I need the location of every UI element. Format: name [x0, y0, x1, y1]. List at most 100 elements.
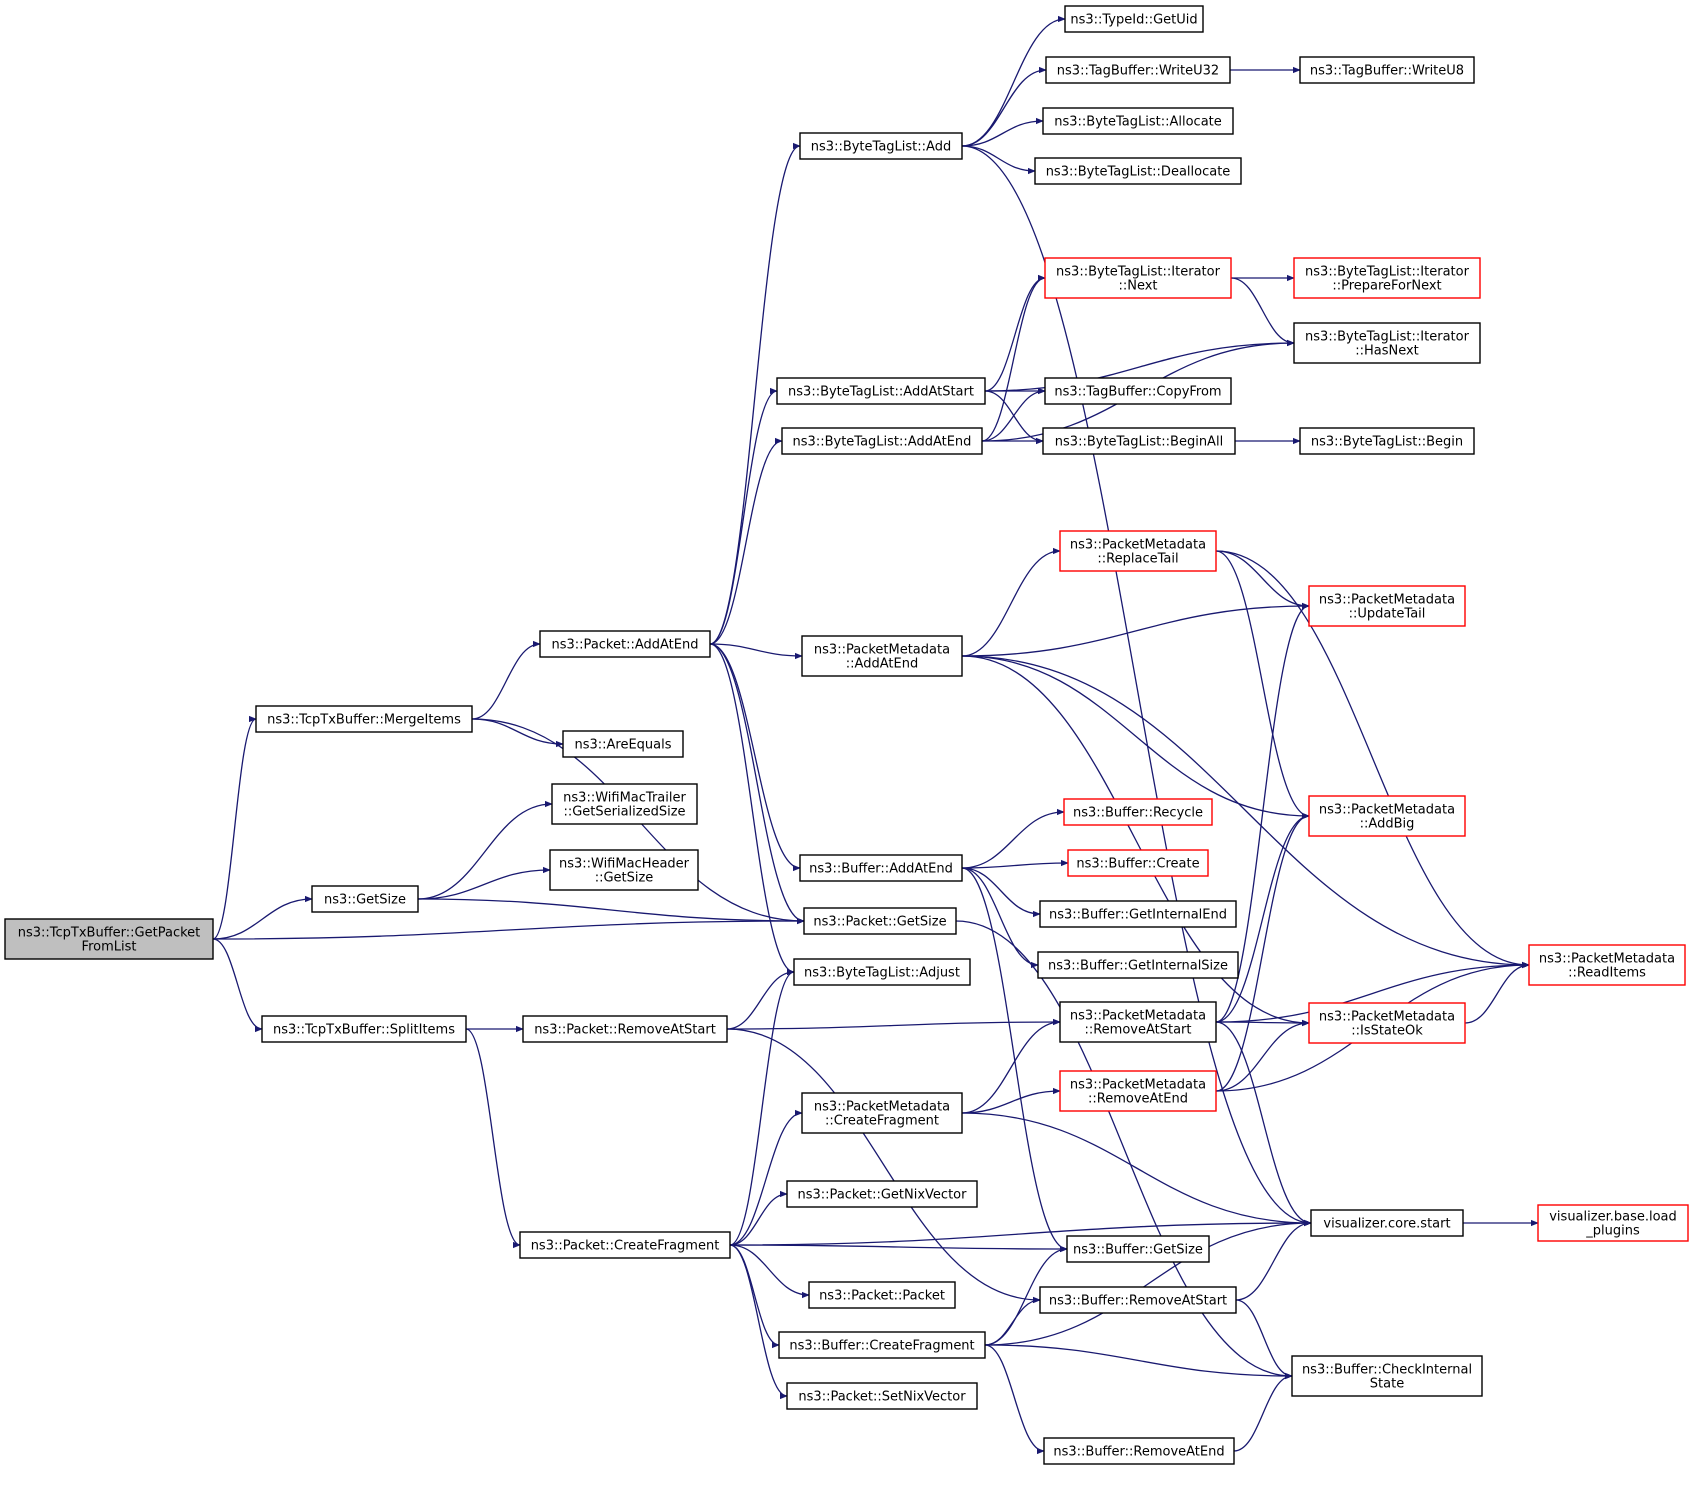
graph-node-pm-readitems[interactable]: ns3::PacketMetadata::ReadItems	[1528, 944, 1686, 986]
graph-node-pm-updatetail[interactable]: ns3::PacketMetadata::UpdateTail	[1308, 585, 1466, 627]
graph-node-btl-allocate[interactable]: ns3::ByteTagList::Allocate	[1042, 107, 1234, 135]
graph-node-vis-load[interactable]: visualizer.base.load_plugins	[1537, 1204, 1689, 1242]
node-label: ns3::ByteTagList::Iterator	[1305, 265, 1470, 280]
graph-node-buf-removeatstart[interactable]: ns3::Buffer::RemoveAtStart	[1039, 1286, 1237, 1314]
graph-node-buf-create[interactable]: ns3::Buffer::Create	[1067, 849, 1209, 877]
graph-node-pm-isstateok[interactable]: ns3::PacketMetadata::IsStateOk	[1308, 1002, 1466, 1044]
graph-node-tb-write8[interactable]: ns3::TagBuffer::WriteU8	[1299, 56, 1475, 84]
graph-node-pkt-setnix[interactable]: ns3::Packet::SetNixVector	[786, 1382, 978, 1410]
edges-layer	[212, 15, 1539, 1455]
edge-buf_addatend-to-buf_recycle	[961, 808, 1065, 869]
graph-node-btl-addatend[interactable]: ns3::ByteTagList::AddAtEnd	[781, 427, 983, 455]
node-label: ns3::ByteTagList::AddAtEnd	[793, 435, 972, 450]
graph-node-pkt-getnix[interactable]: ns3::Packet::GetNixVector	[786, 1180, 978, 1208]
edge-btl_addatend-to-iter_next	[981, 274, 1046, 442]
graph-node-iter-prepare[interactable]: ns3::ByteTagList::Iterator::PrepareForNe…	[1293, 257, 1481, 299]
graph-node-split[interactable]: ns3::TcpTxBuffer::SplitItems	[261, 1015, 467, 1043]
node-box	[786, 1180, 978, 1208]
edge-pkt_createfrag-to-pkt_getnix	[729, 1190, 788, 1246]
graph-node-buf-recycle[interactable]: ns3::Buffer::Recycle	[1063, 798, 1213, 826]
edge-pm_removeatstart-to-pm_updatetail	[1215, 602, 1310, 1023]
edge-buf_addatend-to-buf_getintsize	[961, 867, 1039, 969]
node-box	[799, 854, 963, 882]
graph-node-vis-start[interactable]: visualizer.core.start	[1310, 1209, 1464, 1237]
graph-node-buf-getintsize[interactable]: ns3::Buffer::GetInternalSize	[1037, 951, 1239, 979]
graph-node-btl-adjust[interactable]: ns3::ByteTagList::Adjust	[793, 958, 971, 986]
edge-buf_removeatstart-to-vis_start	[1235, 1219, 1312, 1301]
node-label: ns3::Buffer::AddAtEnd	[809, 862, 953, 877]
node-label: ns3::ByteTagList::Iterator	[1056, 265, 1221, 280]
node-box	[801, 1092, 963, 1134]
graph-node-btl-add[interactable]: ns3::ByteTagList::Add	[799, 132, 963, 160]
graph-node-merge[interactable]: ns3::TcpTxBuffer::MergeItems	[255, 705, 473, 733]
node-box	[1293, 257, 1481, 299]
edge-root-to-getsize	[212, 895, 313, 940]
node-label: ::RemoveAtStart	[1084, 1023, 1191, 1038]
graph-node-buf-createfrag[interactable]: ns3::Buffer::CreateFragment	[778, 1331, 986, 1359]
graph-node-pkt-addatend[interactable]: ns3::Packet::AddAtEnd	[539, 630, 711, 658]
node-label: ns3::Buffer::Create	[1076, 857, 1199, 872]
edge-buf_addatend-to-buf_getintend	[961, 867, 1041, 918]
edge-iter_next-to-iter_hasnext	[1230, 277, 1295, 347]
graph-node-buf-removeatend[interactable]: ns3::Buffer::RemoveAtEnd	[1043, 1437, 1235, 1465]
edge-buf_addatend-to-buf_getsize	[961, 867, 1068, 1253]
graph-node-btl-deallocate[interactable]: ns3::ByteTagList::Deallocate	[1034, 157, 1242, 185]
graph-node-buf-getintend[interactable]: ns3::Buffer::GetInternalEnd	[1039, 900, 1237, 928]
graph-node-pkt-createfrag[interactable]: ns3::Packet::CreateFragment	[519, 1231, 731, 1259]
node-box	[1308, 585, 1466, 627]
node-box	[1034, 157, 1242, 185]
node-box	[803, 907, 957, 935]
node-label: ::Next	[1118, 279, 1157, 294]
graph-node-typeid[interactable]: ns3::TypeId::GetUid	[1064, 5, 1204, 33]
graph-node-iter-hasnext[interactable]: ns3::ByteTagList::Iterator::HasNext	[1293, 322, 1481, 364]
node-label: ns3::PacketMetadata	[1319, 1010, 1455, 1025]
edge-getsize-to-header	[417, 866, 551, 900]
node-label: ns3::Buffer::CreateFragment	[789, 1339, 974, 1354]
graph-node-btl-begin[interactable]: ns3::ByteTagList::Begin	[1299, 427, 1475, 455]
graph-node-pm-addatend[interactable]: ns3::PacketMetadata::AddAtEnd	[801, 635, 963, 677]
graph-node-pm-removeatend[interactable]: ns3::PacketMetadata::RemoveAtEnd	[1059, 1070, 1217, 1112]
node-box	[255, 705, 473, 733]
node-label: ns3::ByteTagList::BeginAll	[1055, 435, 1223, 450]
node-label: ns3::Buffer::CheckInternal	[1302, 1363, 1472, 1378]
edge-pkt_removeatstart-to-buf_removeatstart	[726, 1028, 1041, 1304]
graph-node-pm-createfrag[interactable]: ns3::PacketMetadata::CreateFragment	[801, 1092, 963, 1134]
graph-node-tb-write32[interactable]: ns3::TagBuffer::WriteU32	[1045, 56, 1231, 84]
graph-node-areequals[interactable]: ns3::AreEquals	[562, 730, 684, 758]
graph-node-buf-getsize[interactable]: ns3::Buffer::GetSize	[1066, 1235, 1210, 1263]
node-box	[1299, 427, 1475, 455]
graph-node-tb-copyfrom[interactable]: ns3::TagBuffer::CopyFrom	[1044, 377, 1232, 405]
graph-node-pkt-getsize[interactable]: ns3::Packet::GetSize	[803, 907, 957, 935]
node-box	[786, 1382, 978, 1410]
node-box	[778, 1331, 986, 1359]
graph-node-buf-addatend[interactable]: ns3::Buffer::AddAtEnd	[799, 854, 963, 882]
graph-node-trailer[interactable]: ns3::WifiMacTrailer::GetSerializedSize	[551, 783, 698, 825]
edge-buf_removeatend-to-buf_checkint	[1233, 1372, 1293, 1452]
graph-node-pkt-packet[interactable]: ns3::Packet::Packet	[808, 1281, 956, 1309]
edge-pm_isstateok-to-pm_readitems	[1464, 961, 1530, 1024]
node-label: ns3::AreEquals	[574, 738, 671, 753]
node-box	[1039, 900, 1237, 928]
graph-node-pm-replacetail[interactable]: ns3::PacketMetadata::ReplaceTail	[1059, 530, 1217, 572]
edge-pm_createfrag-to-vis_start	[961, 1112, 1312, 1227]
graph-node-btl-beginall[interactable]: ns3::ByteTagList::BeginAll	[1042, 427, 1236, 455]
node-label: ns3::ByteTagList::Deallocate	[1046, 165, 1231, 180]
graph-node-pm-removeatstart[interactable]: ns3::PacketMetadata::RemoveAtStart	[1059, 1001, 1217, 1043]
graph-node-getsize[interactable]: ns3::GetSize	[311, 885, 419, 913]
node-box	[539, 630, 711, 658]
node-label: ns3::Packet::CreateFragment	[531, 1239, 720, 1254]
graph-node-header[interactable]: ns3::WifiMacHeader::GetSize	[549, 849, 699, 891]
graph-node-btl-addatstart[interactable]: ns3::ByteTagList::AddAtStart	[776, 377, 986, 405]
edge-root-to-merge	[212, 715, 257, 940]
node-box	[1043, 1437, 1235, 1465]
graph-node-pm-addbig[interactable]: ns3::PacketMetadata::AddBig	[1308, 795, 1466, 837]
node-label: ns3::TcpTxBuffer::GetPacket	[18, 926, 201, 941]
node-box	[1293, 322, 1481, 364]
node-box	[4, 918, 214, 960]
edge-pm_addatend-to-pm_updatetail	[961, 602, 1310, 657]
graph-node-pkt-removeatstart[interactable]: ns3::Packet::RemoveAtStart	[522, 1015, 728, 1043]
graph-node-iter-next[interactable]: ns3::ByteTagList::Iterator::Next	[1044, 257, 1232, 299]
